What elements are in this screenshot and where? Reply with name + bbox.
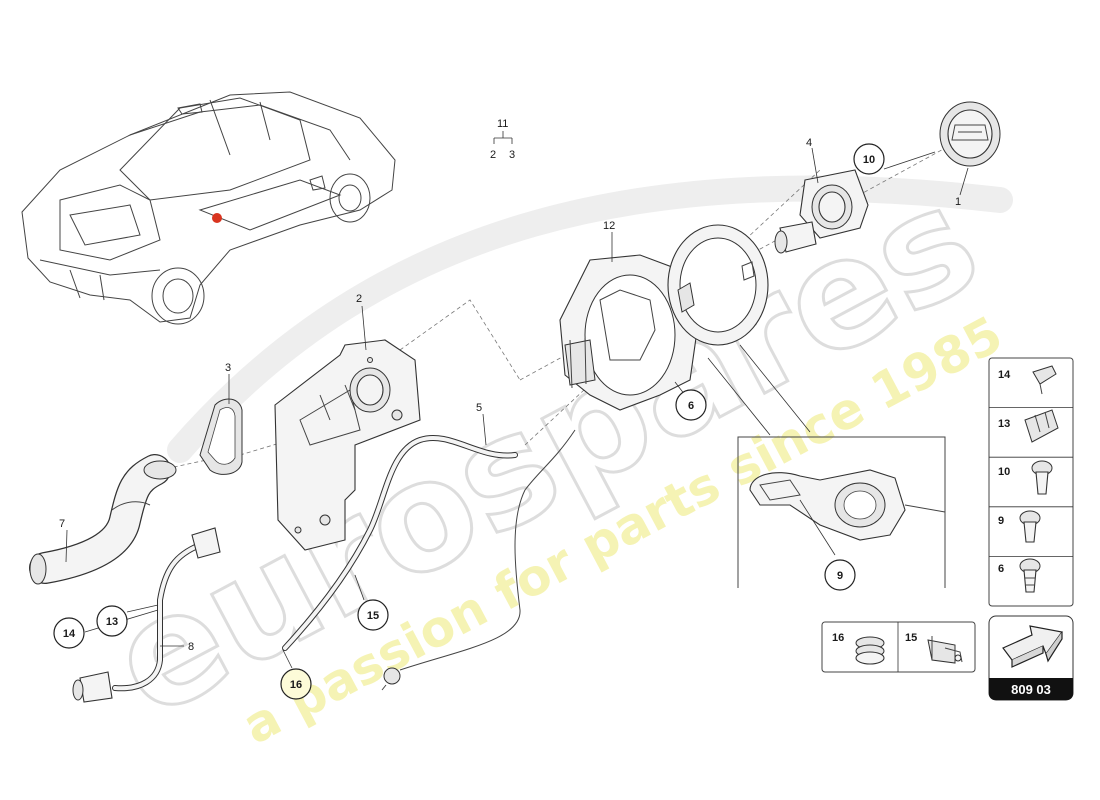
bolt-icon [1031, 460, 1053, 495]
svg-text:14: 14 [998, 369, 1011, 381]
label-part-1: 1 [955, 196, 961, 208]
filler-neck [774, 169, 869, 254]
tree-left-label: 2 [490, 149, 496, 161]
screw-icon [1019, 510, 1041, 543]
label-part-8: 8 [188, 641, 194, 653]
fuel-flap-location-marker [212, 213, 222, 223]
hardware-legend: 14 13 10 9 [988, 357, 1074, 607]
circle-label-15: 15 [357, 599, 389, 631]
connector-icon [1024, 409, 1059, 443]
rivet-icon [1019, 558, 1041, 593]
circled-part-numbers: 10 6 9 13 14 15 16 [53, 143, 885, 700]
label-part-2: 2 [356, 293, 362, 305]
legend-item-9: 9 [998, 510, 1041, 543]
fuel-hose [29, 454, 177, 585]
legend-item-14: 14 [998, 365, 1057, 395]
svg-text:10: 10 [998, 466, 1010, 478]
page-code: 809 03 [1011, 682, 1051, 697]
svg-text:10: 10 [863, 154, 875, 166]
page-reference: 809 03 [988, 615, 1074, 701]
svg-text:16: 16 [290, 679, 302, 691]
fuel-cap [939, 101, 1001, 167]
tree-right-label: 3 [509, 149, 515, 161]
drain-pipe [72, 527, 221, 703]
svg-text:9: 9 [998, 515, 1004, 527]
detail-panel [707, 344, 946, 588]
tree-top-label: 11 [497, 118, 508, 130]
assembly-tree: 11 2 3 [490, 118, 515, 161]
svg-text:15: 15 [905, 632, 917, 644]
legend-item-15: 15 [905, 632, 963, 664]
part-numbers: 1 4 12 2 3 5 7 8 [59, 137, 961, 653]
circle-label-13: 13 [96, 605, 128, 637]
circle-label-10: 10 [853, 143, 885, 175]
grommet-icon [855, 636, 885, 665]
svg-text:6: 6 [688, 400, 694, 412]
small-parts-legend: 16 15 [821, 621, 976, 673]
clip-icon [1032, 365, 1057, 395]
label-part-3: 3 [225, 362, 231, 374]
seal [199, 398, 243, 475]
circle-label-16: 16 [280, 668, 312, 700]
label-part-4: 4 [806, 137, 812, 149]
svg-text:14: 14 [63, 628, 76, 640]
label-part-7: 7 [59, 518, 65, 530]
circle-label-6: 6 [675, 389, 707, 421]
svg-text:16: 16 [832, 632, 844, 644]
svg-text:6: 6 [998, 563, 1004, 575]
svg-text:13: 13 [998, 418, 1010, 430]
svg-text:13: 13 [106, 616, 118, 628]
svg-text:15: 15 [367, 610, 379, 622]
label-part-5: 5 [476, 402, 482, 414]
mounting-bracket [274, 339, 421, 551]
release-cable [381, 429, 576, 691]
circle-label-9: 9 [824, 559, 856, 591]
legend-item-16: 16 [832, 632, 885, 665]
drain-hose [282, 435, 518, 651]
legend-item-10: 10 [998, 460, 1053, 495]
arrow-icon [1002, 625, 1064, 668]
legend-item-13: 13 [998, 409, 1059, 443]
bracket-clip-icon [927, 636, 963, 664]
svg-text:9: 9 [837, 570, 843, 582]
car-overview [21, 91, 396, 325]
legend-item-6: 6 [998, 558, 1041, 593]
circle-label-14: 14 [53, 617, 85, 649]
label-part-12: 12 [603, 220, 615, 232]
fuel-door-frame [559, 224, 769, 411]
